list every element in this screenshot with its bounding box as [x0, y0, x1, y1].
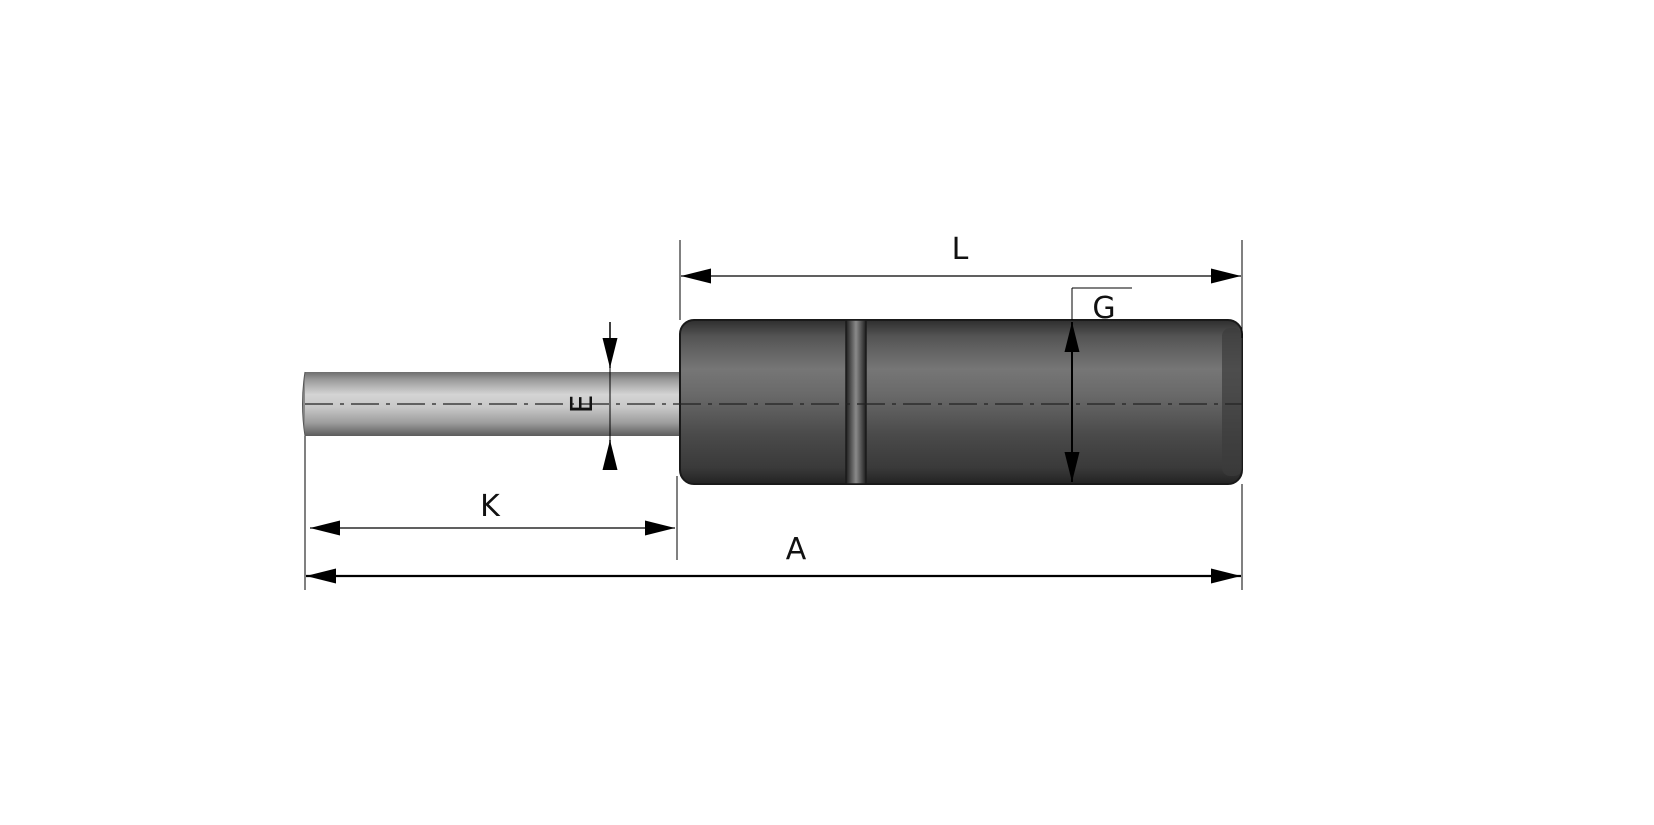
dimension-l: L — [679, 232, 1243, 338]
dimension-k: K — [304, 436, 678, 590]
dimension-a: A — [306, 484, 1243, 590]
cylinder-body — [679, 319, 1243, 485]
dimension-label-l: L — [952, 232, 969, 267]
dimension-e: E — [565, 322, 618, 470]
cylinder-groove — [845, 319, 867, 485]
dimension-label-a: A — [786, 532, 807, 567]
dimension-label-e: E — [565, 395, 600, 414]
dimension-label-g: G — [1092, 291, 1115, 326]
dimension-label-k: K — [480, 489, 501, 524]
dimension-g: G — [1064, 287, 1132, 482]
